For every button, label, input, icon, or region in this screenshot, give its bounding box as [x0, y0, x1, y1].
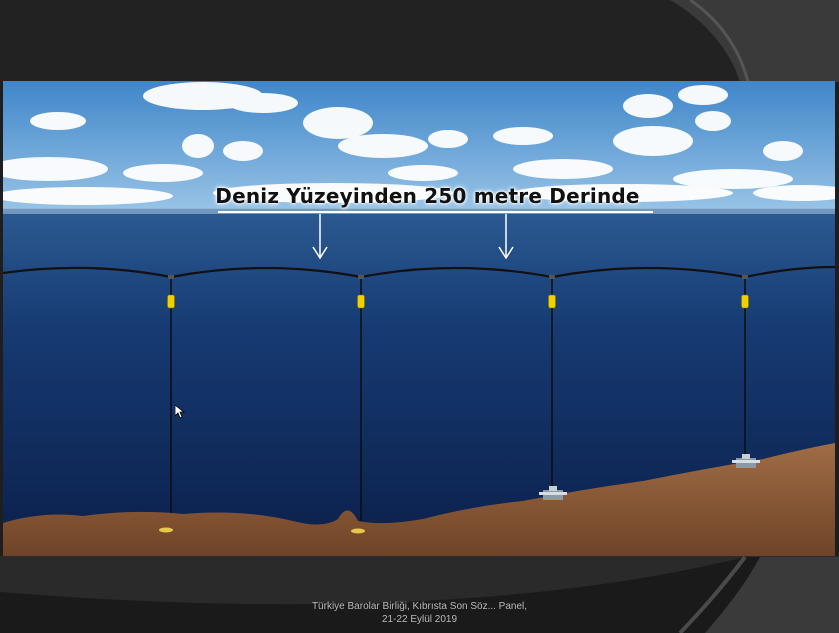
- slide-headline: Deniz Yüzeyinden 250 metre Derinde: [215, 184, 640, 208]
- buoy-icon: [548, 294, 556, 309]
- mouse-cursor-icon: [175, 405, 185, 419]
- seabed: [3, 443, 835, 557]
- seabed-anchor-icon: [351, 528, 365, 534]
- buoy-icon: [357, 294, 365, 309]
- seabed-anchor-icon: [539, 486, 567, 500]
- footer-line-1: Türkiye Barolar Birliği, Kıbrısta Son Sö…: [311, 601, 528, 612]
- seabed-anchor-icon: [159, 527, 173, 533]
- buoy-icon: [741, 294, 749, 309]
- seabed-anchor-icon: [732, 454, 760, 468]
- down-arrow-icon: [312, 214, 328, 260]
- footer-line-2: 21-22 Eylül 2019: [381, 614, 458, 625]
- ocean-cable-illustration: [3, 81, 835, 557]
- clouds: [3, 82, 835, 205]
- decorative-swoosh-top: [670, 0, 839, 83]
- buoy-icon: [167, 294, 175, 309]
- slide-footer: Türkiye Barolar Birliği, Kıbrısta Son Sö…: [0, 600, 839, 626]
- down-arrow-icon: [498, 214, 514, 260]
